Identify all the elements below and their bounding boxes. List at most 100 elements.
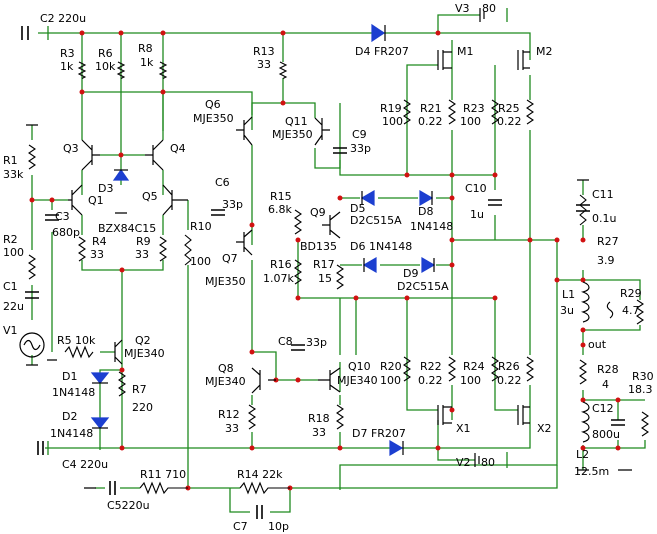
label-d7: D7 FR207 xyxy=(352,427,406,440)
label-c2: C2 220u xyxy=(40,12,86,25)
label-v2: V2 xyxy=(456,456,471,469)
label-out: out xyxy=(588,338,607,351)
label-d9: D9 xyxy=(403,267,418,280)
label-r9-value: 33 xyxy=(135,248,149,261)
label-r15: R15 xyxy=(270,190,292,203)
label-r21-value: 0.22 xyxy=(418,115,443,128)
label-r22: R22 xyxy=(420,360,442,373)
label-d3: D3 xyxy=(98,182,113,195)
label-c1: C1 xyxy=(3,280,18,293)
label-r1-value: 33k xyxy=(3,168,24,181)
label-c7-value: 10p xyxy=(268,520,289,533)
label-q2-value: MJE340 xyxy=(124,347,165,360)
sources-grounds xyxy=(19,8,632,489)
label-r26-value: 0.22 xyxy=(497,374,522,387)
label-r13-value: 33 xyxy=(257,58,271,71)
label-m1: M1 xyxy=(457,45,474,58)
label-c9-value: 33p xyxy=(350,142,371,155)
label-x1: X1 xyxy=(456,422,471,435)
label-r24-value: 100 xyxy=(460,374,481,387)
label-c10: C10 xyxy=(465,182,487,195)
label-l2: L2 xyxy=(576,448,589,461)
label-c10-value: 1u xyxy=(470,208,484,221)
label-r19: R19 xyxy=(380,102,402,115)
label-r2: R2 xyxy=(3,233,18,246)
label-r28-value: 4 xyxy=(602,378,609,391)
label-c9: C9 xyxy=(352,128,367,141)
label-c11: C11 xyxy=(592,188,614,201)
label-r11: R11 710 xyxy=(140,468,186,481)
label-d5-value: D2C515A xyxy=(350,214,402,227)
label-r5-value: 10k xyxy=(75,334,96,347)
label-r13: R13 xyxy=(253,45,275,58)
label-c6: C6 xyxy=(215,176,230,189)
label-l2-value: 12.5m xyxy=(574,465,609,478)
label-d4: D4 FR207 xyxy=(355,45,409,58)
label-r6-value: 10k xyxy=(95,60,116,73)
label-d1: D1 xyxy=(62,370,77,383)
label-r20: R20 xyxy=(380,360,402,373)
label-r8: R8 xyxy=(138,42,153,55)
label-v3: V3 xyxy=(455,2,470,15)
label-c8-value: 33p xyxy=(306,336,327,349)
label-r27: R27 xyxy=(597,235,619,248)
label-c4: C4 220u xyxy=(62,458,108,471)
label-c6-value: 33p xyxy=(222,198,243,211)
label-v2-value: 80 xyxy=(481,456,495,469)
label-d2: D2 xyxy=(62,410,77,423)
label-q3: Q3 xyxy=(63,142,79,155)
label-r16: R16 xyxy=(270,258,292,271)
label-r19-value: 100 xyxy=(382,115,403,128)
label-x2: X2 xyxy=(537,422,552,435)
label-v3-value: 80 xyxy=(482,2,496,15)
label-r18-value: 33 xyxy=(312,426,326,439)
label-d8-value: 1N4148 xyxy=(410,220,453,233)
label-c12-value: 800u xyxy=(592,428,620,441)
label-q6-value: MJE350 xyxy=(193,112,234,125)
label-r5: R5 xyxy=(57,334,72,347)
label-r15-value: 6.8k xyxy=(268,203,292,216)
label-r21: R21 xyxy=(420,102,442,115)
label-d1-value: 1N4148 xyxy=(52,386,95,399)
label-d3-value: BZX84C15 xyxy=(98,222,156,235)
label-r30: R30 xyxy=(632,370,654,383)
label-r18: R18 xyxy=(308,412,330,425)
label-r6: R6 xyxy=(98,47,113,60)
label-c7: C7 xyxy=(233,520,248,533)
wires xyxy=(31,8,646,513)
label-q7: Q7 xyxy=(222,252,238,265)
label-d2-value: 1N4148 xyxy=(50,427,93,440)
label-r8-value: 1k xyxy=(140,56,154,69)
label-d5: D5 xyxy=(350,202,365,215)
label-r10-value: 100 xyxy=(190,255,211,268)
label-r3: R3 xyxy=(60,47,75,60)
label-q4: Q4 xyxy=(170,142,186,155)
label-c1-value: 22u xyxy=(3,300,24,313)
label-r7: R7 xyxy=(132,383,147,396)
label-q11: Q11 xyxy=(285,115,308,128)
label-c11-value: 0.1u xyxy=(592,212,616,225)
label-v1: V1 xyxy=(3,324,18,337)
label-c8: C8 xyxy=(278,335,293,348)
label-r12: R12 xyxy=(218,408,240,421)
label-q6: Q6 xyxy=(205,98,221,111)
label-r14: R14 22k xyxy=(237,468,283,481)
label-r26: R26 xyxy=(498,360,520,373)
label-q11-value: MJE350 xyxy=(272,128,313,141)
inductors xyxy=(580,281,590,443)
label-r12-value: 33 xyxy=(225,422,239,435)
label-r23-value: 100 xyxy=(460,115,481,128)
label-d9-value: D2C515A xyxy=(397,280,449,293)
label-r24: R24 xyxy=(463,360,485,373)
label-q10: Q10 xyxy=(348,360,371,373)
label-r25-value: 0.22 xyxy=(497,115,522,128)
label-r2-value: 100 xyxy=(3,246,24,259)
label-r22-value: 0.22 xyxy=(418,374,443,387)
label-r29-value: 4.7 xyxy=(622,304,640,317)
label-r20-value: 100 xyxy=(380,374,401,387)
label-r10: R10 xyxy=(190,220,212,233)
label-d6: D6 1N4148 xyxy=(350,240,412,253)
label-q2: Q2 xyxy=(135,334,151,347)
label-c5: C5220u xyxy=(107,499,150,512)
